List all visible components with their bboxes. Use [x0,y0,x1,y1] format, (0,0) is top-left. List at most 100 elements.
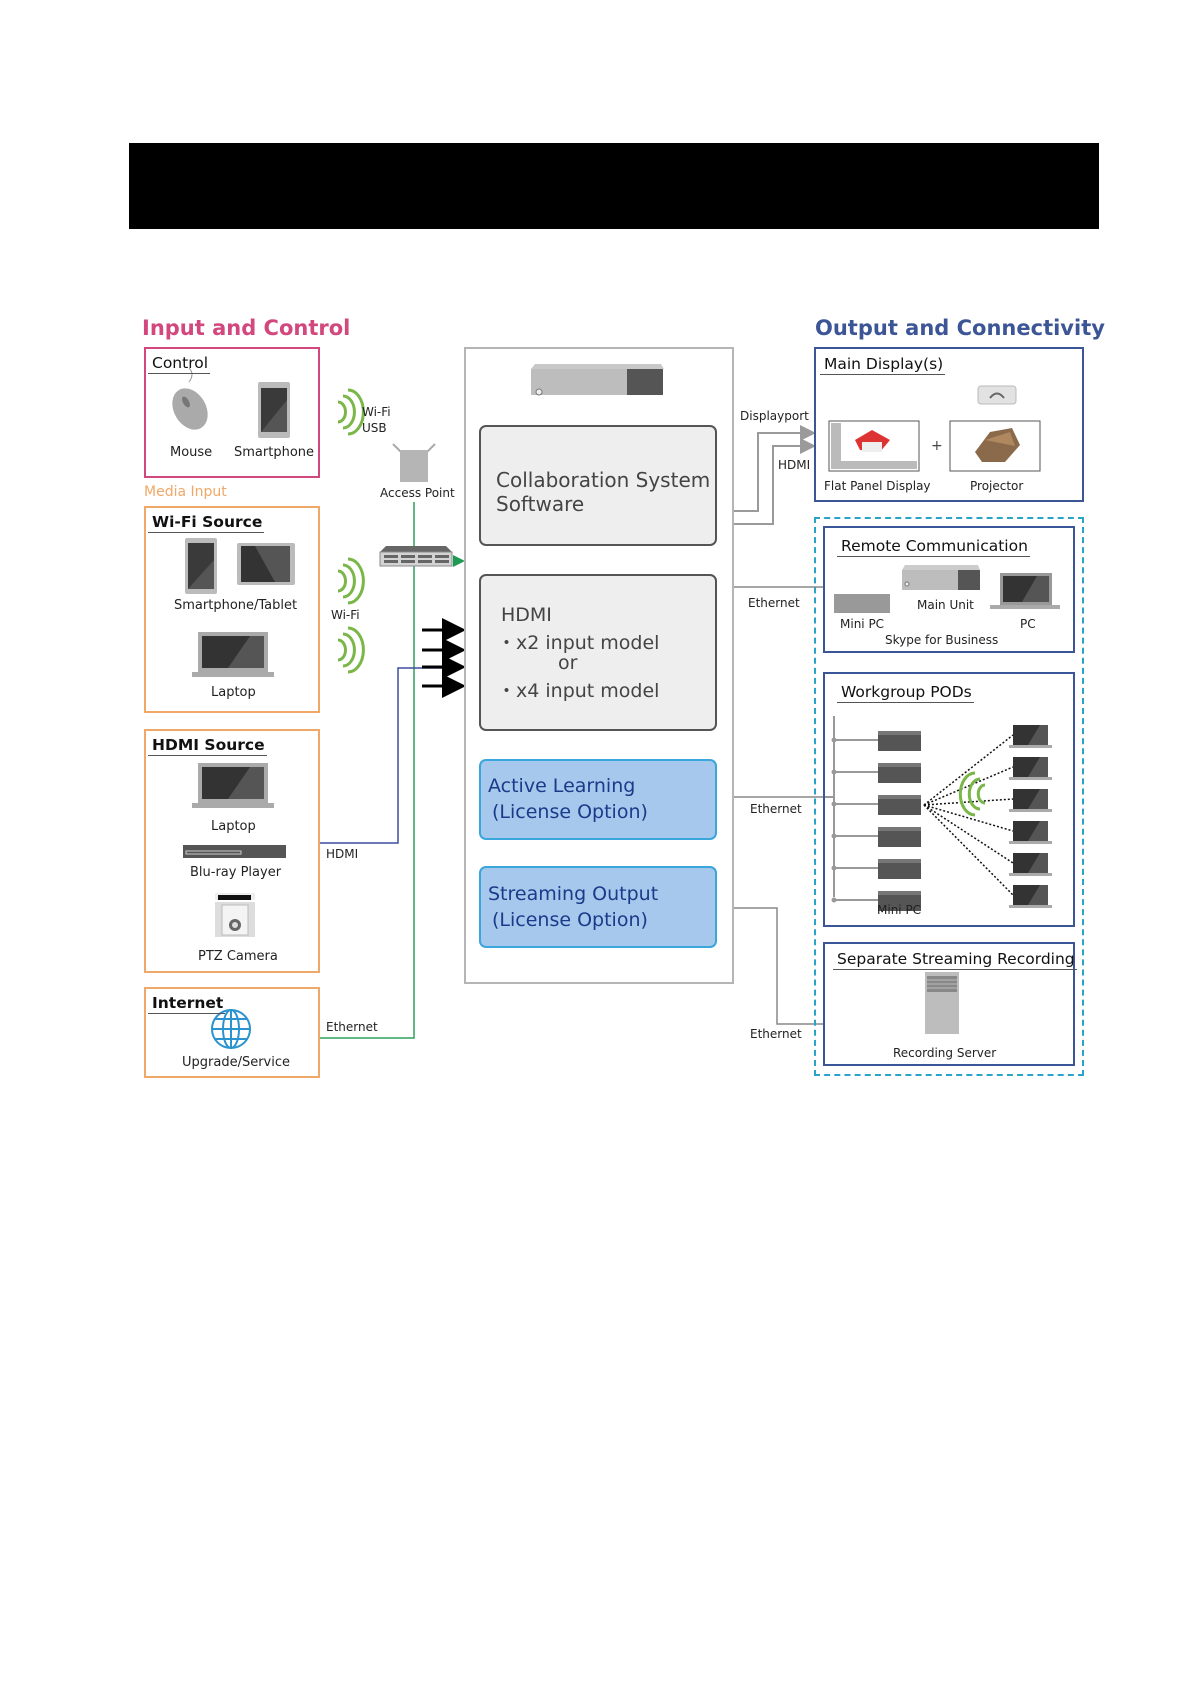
skype-caption: Skype for Business [885,633,999,647]
pods-mini-pc-label: Mini PC [877,903,922,917]
main-display-box: Main Display(s) Flat Panel Display Proje… [814,347,1084,502]
active-learning-option: Active Learning (License Option) [479,759,717,840]
wifi-usb-label-line1: Wi-Fi [362,405,391,419]
wifi-signal-icon [958,771,986,817]
remote-communication-title: Remote Communication [837,537,1030,557]
control-box-title: Control [148,354,211,374]
pod-mini-pc-icon [831,795,921,815]
hdmi-line [320,667,455,844]
collaboration-system-unit [464,347,734,984]
displayport-label: Displayport [740,409,809,423]
hdmi-link-label: HDMI [326,847,359,861]
mouse-icon [172,367,208,430]
remote-communication-box: Remote Communication Mini PC Main Unit P… [823,526,1075,653]
control-box: Control Mouse Smartphone [144,347,320,478]
projector-label: Projector [970,479,1024,493]
laptop-icon [192,763,274,808]
pod-laptop-icon [923,757,1052,806]
hdmi-option-or: or [558,652,578,674]
input-and-control-title: Input and Control [142,316,351,340]
wifi-source-title: Wi-Fi Source [148,513,265,533]
streaming-recording-box: Separate Streaming Recording Recording S… [823,942,1077,1066]
mouse-label: Mouse [170,445,213,460]
active-learning-line1: Active Learning [488,775,636,797]
streaming-recording-title: Separate Streaming Recording [833,950,1077,970]
hdmi-panel: HDMI ・x2 input model or ・x4 input model [479,574,717,731]
ethernet-line-recording [734,907,823,1025]
internet-box: Internet Upgrade/Service [144,987,320,1078]
access-point-icon [392,443,436,482]
hdmi-source-title: HDMI Source [148,736,267,756]
hdmi-source-box: HDMI Source Laptop Blu-ray Player PTZ Ca… [144,729,320,973]
recording-server-icon [925,972,959,1034]
workgroup-pods-title: Workgroup PODs [837,683,974,703]
pod-laptop-icon [923,804,1052,844]
hdmi-option-x2: ・x2 input model [497,632,660,654]
camera-icon [215,893,255,937]
smartphone-tablet-label: Smartphone/Tablet [174,598,298,613]
smartphone-label: Smartphone [234,445,315,460]
recording-ethernet-label: Ethernet [750,1027,802,1041]
mini-pc-label: Mini PC [840,617,885,631]
bluray-label: Blu-ray Player [190,865,282,880]
plus-sign: + [931,438,943,454]
pods-group [831,725,1052,911]
main-unit-label: Main Unit [917,598,974,612]
output-and-connectivity-title: Output and Connectivity [815,316,1105,340]
streaming-output-line1: Streaming Output [488,883,659,905]
wifi-source-box: Wi-Fi Source Smartphone/Tablet Laptop [144,506,320,713]
laptop-icon [192,632,274,677]
software-line2: Software [496,492,585,516]
pc-label: PC [1020,617,1036,631]
hdmi-output-line [734,438,816,525]
bluray-icon [183,845,286,858]
active-learning-line2: (License Option) [492,801,648,823]
laptop-label: Laptop [211,685,256,700]
pod-laptop-icon [923,789,1052,812]
pod-mini-pc-icon [831,891,921,911]
access-point-label: Access Point [380,486,455,500]
pod-laptop-icon [923,804,1052,908]
title-bar [129,143,1099,229]
hdmi-panel-title: HDMI [501,604,552,626]
wifi-signal-icon [337,626,365,674]
pod-mini-pc-icon [831,763,921,783]
pods-ethernet-label: Ethernet [750,802,802,816]
flat-panel-label: Flat Panel Display [824,479,931,493]
internet-link-label: Ethernet [326,1020,378,1034]
hdmi-output-label: HDMI [778,458,811,472]
pod-mini-pc-icon [831,827,921,847]
remote-ethernet-label: Ethernet [748,596,800,610]
streaming-output-option: Streaming Output (License Option) [479,866,717,948]
hdmi-option-x4: ・x4 input model [497,680,660,702]
main-display-title: Main Display(s) [820,355,946,375]
recording-server-label: Recording Server [893,1046,997,1060]
main-unit-icon [902,565,980,590]
projector-icon [949,385,1041,472]
pod-laptop-icon [923,725,1052,806]
ptz-camera-label: PTZ Camera [198,949,278,964]
upgrade-service-label: Upgrade/Service [182,1055,291,1070]
hdmi-input-arrows [422,618,466,698]
internet-title: Internet [148,994,226,1014]
optional-outputs-group [814,517,1084,1076]
wifi-link-label: Wi-Fi [331,608,360,622]
media-input-title: Media Input [144,484,227,500]
mini-pc-icon [834,594,890,613]
pod-mini-pc-icon [831,731,921,751]
network-switch-icon [379,546,453,567]
smartphone-icon [258,382,290,438]
wifi-signal-icon [337,557,365,605]
ethernet-line-internet [320,502,415,1039]
pod-laptop-icon [923,804,1052,876]
pc-laptop-icon [990,573,1060,609]
displayport-line [734,425,816,512]
software-panel: Collaboration System Software [479,425,717,546]
tablet-icon [185,538,295,594]
hdmi-laptop-label: Laptop [211,819,256,834]
wifi-signal-icon [337,388,365,436]
globe-icon [211,1009,251,1049]
flat-panel-display-icon [828,420,920,472]
software-line1: Collaboration System [496,468,711,492]
